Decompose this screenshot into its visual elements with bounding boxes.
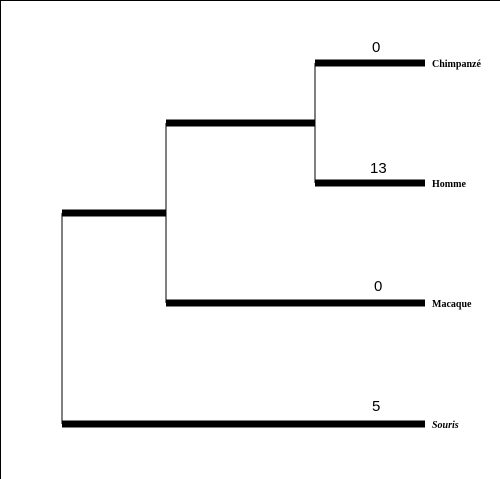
taxon-label-macaque: Macaque: [432, 299, 472, 310]
branch-value-homme: 13: [370, 160, 387, 177]
taxon-label-homme: Homme: [432, 179, 466, 190]
taxon-label-chimpanze: Chimpanzé: [432, 59, 481, 70]
taxon-label-souris: Souris: [432, 420, 459, 431]
branch-value-chimpanze: 0: [372, 39, 380, 56]
branch-value-macaque: 0: [374, 278, 382, 295]
branch-value-souris: 5: [372, 398, 380, 415]
